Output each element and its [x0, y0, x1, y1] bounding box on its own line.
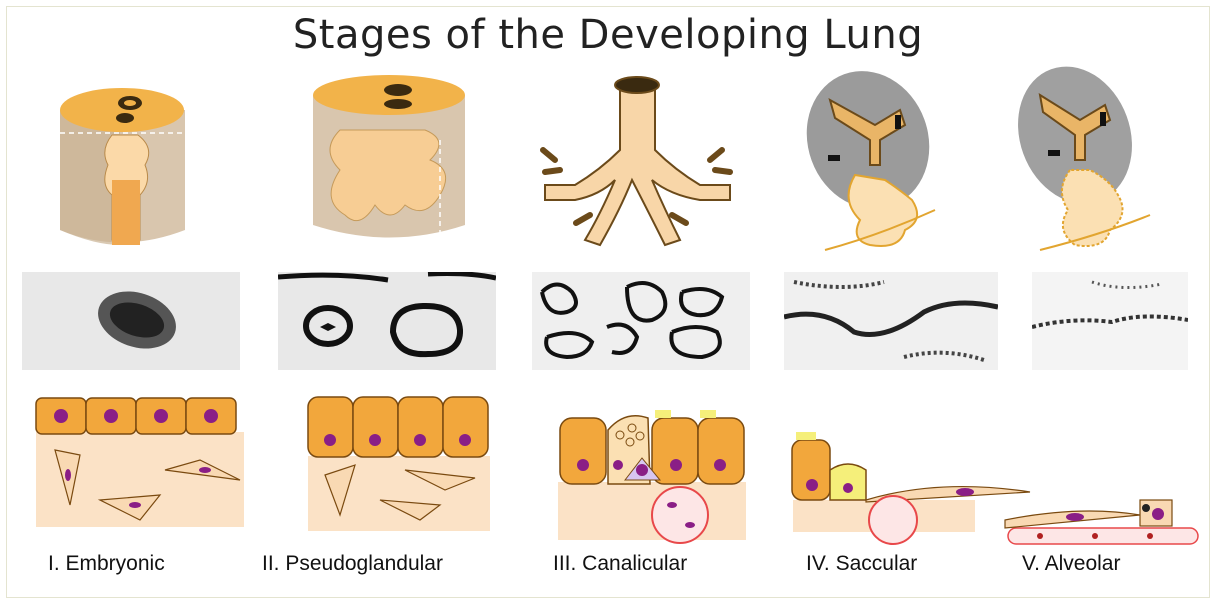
pseudoglandular-cell-diagram	[308, 397, 490, 531]
stage-label-canalicular: III. Canalicular	[553, 552, 687, 576]
canalicular-cell-diagram	[558, 410, 746, 543]
saccular-cell-diagram	[792, 432, 1030, 544]
stage-label-alveolar: V. Alveolar	[1022, 552, 1120, 576]
stage-label-embryonic: I. Embryonic	[48, 552, 165, 576]
embryonic-cell-diagram	[36, 398, 244, 527]
alveolar-cell-diagram	[1005, 500, 1198, 544]
stage-label-saccular: IV. Saccular	[806, 552, 917, 576]
stage-label-pseudoglandular: II. Pseudoglandular	[262, 552, 443, 576]
